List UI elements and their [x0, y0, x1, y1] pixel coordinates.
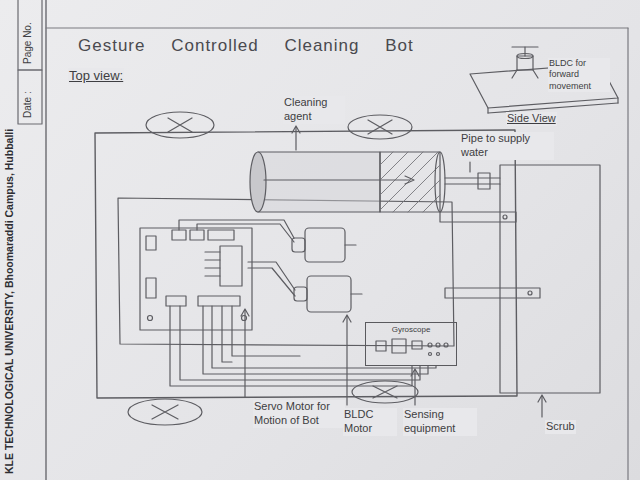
part-label: Cleaning agent — [283, 96, 345, 124]
page-title: Gesture Controlled Cleaning Bot — [78, 35, 414, 56]
part-label: Servo Motor for Motion of Bot — [253, 400, 345, 428]
page-number-field: Page No. — [22, 22, 35, 64]
university-margin: KLE TECHNOLOGICAL UNIVERSITY, Bhoomaradd… — [3, 129, 16, 474]
part-label: Pipe to supply water — [460, 132, 554, 160]
view-heading: Top view: — [68, 68, 124, 84]
board-label: Gyroscope — [366, 323, 456, 335]
view-heading: Side View — [506, 112, 557, 126]
part-label: BLDC for forward movement — [548, 58, 610, 92]
part-label: Scrub — [545, 420, 576, 434]
date-field: Date : — [22, 91, 35, 118]
part-label: Sensing equipment — [403, 408, 477, 436]
part-label: BLDC Motor — [343, 408, 397, 436]
sensor-board: Gyroscope — [365, 322, 457, 366]
